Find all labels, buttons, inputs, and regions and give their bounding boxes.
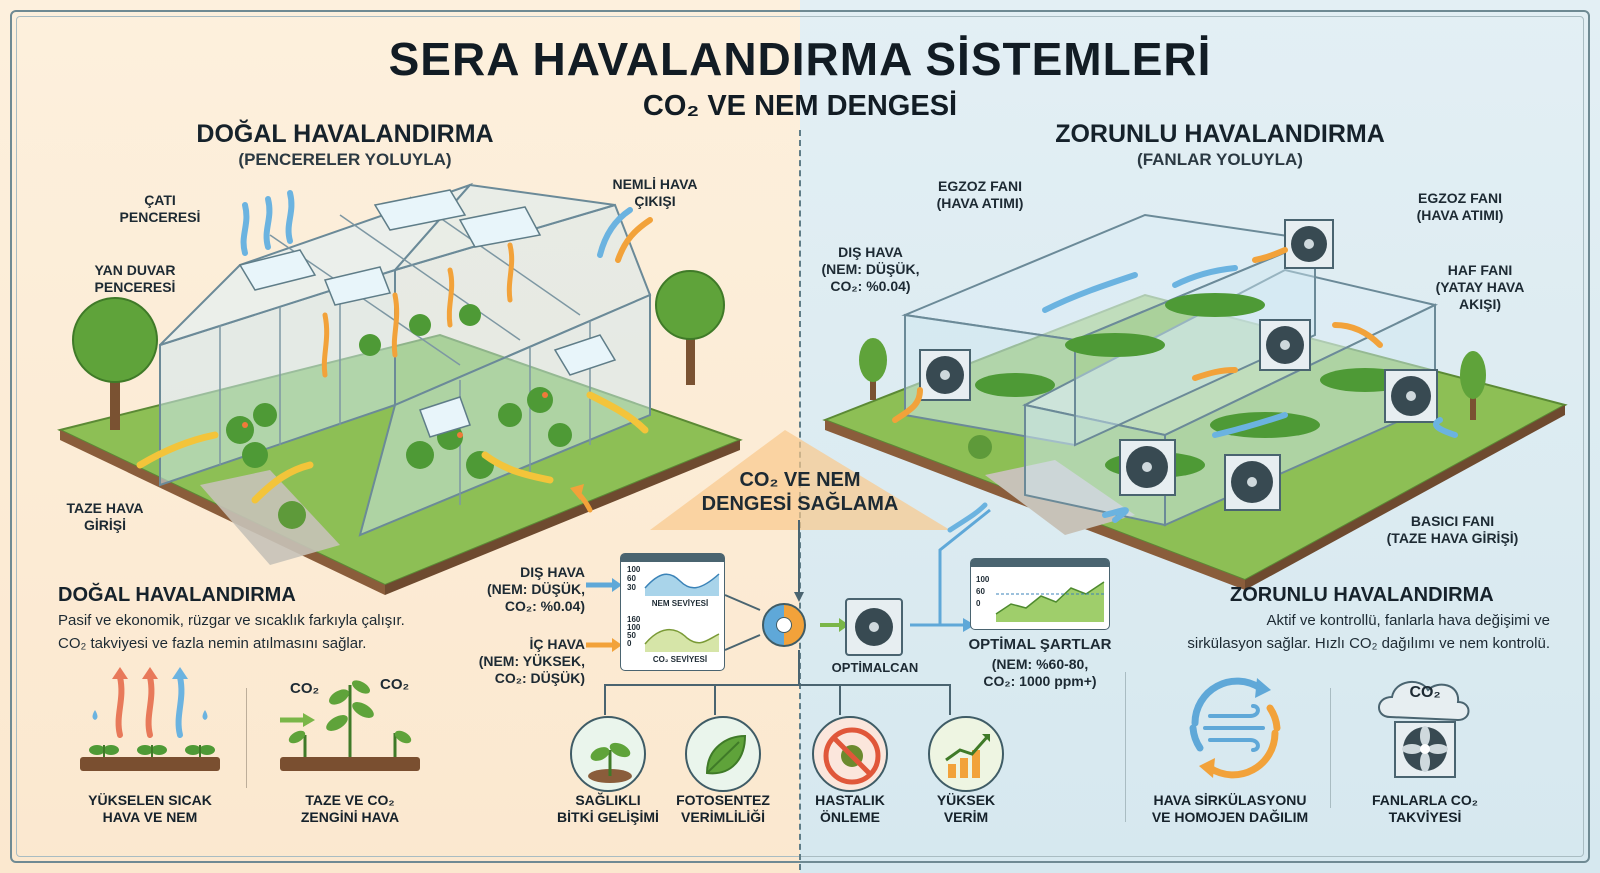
- forced-heading: ZORUNLU HAVALANDIRMA: [1055, 120, 1385, 148]
- optimal-values: (NEM: %60-80, CO₂: 1000 ppm+): [983, 656, 1097, 689]
- outcome-no-disease-icon: [812, 716, 888, 792]
- forced-outside-air-label: DIŞ HAVA (NEM: DÜŞÜK, CO₂: %0.04): [821, 244, 920, 294]
- natural-icon2-caption: TAZE VE CO₂ ZENGİNİ HAVA: [300, 792, 400, 825]
- balance-heading: CO₂ VE NEM DENGESİ SAĞLAMA: [701, 469, 899, 515]
- co2-label-a: CO₂: [290, 680, 320, 697]
- air-circulation-icon: [1189, 677, 1281, 779]
- natural-heading: DOĞAL HAVALANDIRMA: [196, 120, 494, 148]
- tree-right-icon: [655, 270, 725, 385]
- natural-subheading: (PENCERELER YOLUYLA): [238, 150, 452, 169]
- forced-icon-divider: [1330, 688, 1331, 808]
- exhaust-fan-left-label: EGZOZ FANI (HAVA ATIMI): [936, 178, 1024, 211]
- forced-desc-line1: Aktif ve kontrollü, fanlarla hava değişi…: [1266, 612, 1550, 629]
- flow-connectors: [604, 508, 991, 715]
- humidity-chart: [644, 573, 720, 596]
- natural-desc-heading: DOĞAL HAVALANDIRMA: [58, 584, 296, 606]
- page-subtitle: CO₂ VE NEM DENGESİ: [642, 90, 958, 122]
- humidity-chart-label: NEM SEVİYESİ: [651, 599, 709, 608]
- optimal-chart: [995, 581, 1105, 622]
- chart2-ticks: 160 100 50 0: [627, 616, 651, 648]
- forced-icon2-caption: FANLARLA CO₂ TAKVİYESİ: [1371, 792, 1479, 825]
- input-arrows: [586, 578, 622, 652]
- chart1-tick: 100: [627, 565, 641, 574]
- outcome-leaf-icon: [685, 716, 761, 792]
- fresh-air-in-label: TAZE HAVA GİRİŞİ: [66, 500, 144, 533]
- chart1-tick: 60: [627, 573, 636, 583]
- chart2-tick: 160: [627, 615, 641, 624]
- humid-air-out-label: NEMLİ HAVA ÇIKIŞI: [612, 176, 698, 209]
- forced-icon1-caption: HAVA SİRKÜLASYONU VE HOMOJEN DAĞILIM: [1151, 792, 1309, 825]
- supply-fan-label: BASICI FANI (TAZE HAVA GİRİŞİ): [1386, 513, 1519, 546]
- forced-desc-line2: sirkülasyon sağlar. Hızlı CO₂ dağılımı v…: [1187, 635, 1550, 652]
- fan-co2-supply-icon: [1378, 681, 1470, 778]
- outcome-label: FOTOSENTEZ VERİMLİLİĞİ: [676, 792, 770, 825]
- controller-hub-icon: [762, 603, 806, 647]
- optimal-ticks: 100 60 0: [976, 574, 996, 610]
- co2-chart-label: CO₂ SEVİYESİ: [652, 655, 708, 664]
- chart2-tick: 100: [627, 623, 641, 632]
- optimal-tick: 60: [976, 587, 985, 596]
- fresh-co2-air-icon: [280, 680, 420, 771]
- natural-desc-line2: CO₂ takviyesi ve fazla nemin atılmasını …: [58, 635, 367, 652]
- natural-greenhouse-illustration: [57, 182, 743, 595]
- side-window-label: YAN DUVAR PENCERESİ: [94, 262, 176, 295]
- optimal-tick: 100: [976, 575, 990, 584]
- balance-outside-air-label: DIŞ HAVA (NEM: DÜŞÜK, CO₂: %0.04): [487, 564, 585, 614]
- haf-fan-label: HAF FANI (YATAY HAVA AKIŞI): [1435, 262, 1525, 312]
- roof-window-label: ÇATI PENCERESİ: [119, 192, 201, 225]
- natural-icon-divider: [246, 688, 247, 788]
- natural-desc-line1: Pasif ve ekonomik, rüzgar ve sıcaklık fa…: [58, 612, 405, 629]
- balance-funnel-shape: [570, 430, 988, 533]
- outcome-label: YÜKSEK VERİM: [936, 792, 996, 825]
- chart2-tick: 0: [627, 639, 632, 648]
- outcome-seedling-icon: [570, 716, 646, 792]
- optimal-heading: OPTİMAL ŞARTLAR: [968, 636, 1112, 653]
- co2-label-b: CO₂: [380, 676, 410, 693]
- exhaust-fan-right-label: EGZOZ FANI (HAVA ATIMI): [1416, 190, 1504, 223]
- forced-subheading: (FANLAR YOLUYLA): [1137, 150, 1303, 169]
- natural-icon1-caption: YÜKSELEN SICAK HAVA VE NEM: [88, 792, 212, 825]
- tree-left-icon: [72, 297, 158, 430]
- fan-unit-icon: [919, 349, 971, 401]
- rising-warm-air-icon: [80, 667, 220, 771]
- optimal-tick: 0: [976, 599, 981, 608]
- chart1-tick: 30: [627, 582, 636, 592]
- outcome-label: SAĞLIKLI BİTKİ GELİŞİMİ: [557, 792, 659, 825]
- shrub-right-icon: [1460, 351, 1486, 420]
- chart2-tick: 50: [627, 631, 636, 640]
- optimizer-fan-icon: [845, 598, 903, 656]
- chart1-ticks: 100 60 30: [627, 565, 651, 592]
- forced-desc-heading: ZORUNLU HAVALANDIRMA: [1230, 584, 1494, 606]
- forced-left-divider: [1125, 672, 1126, 822]
- shrub-left-icon: [859, 338, 887, 400]
- optimizer-label: OPTİMALCAN: [831, 660, 919, 675]
- balance-inside-air-label: İÇ HAVA (NEM: YÜKSEK, CO₂: DÜŞÜK): [478, 636, 585, 686]
- page-title: SERA HAVALANDIRMA SİSTEMLERİ: [388, 33, 1212, 85]
- co2-chart: [644, 629, 720, 652]
- forced-greenhouse-illustration: [822, 213, 1568, 590]
- outcome-label: HASTALIK ÖNLEME: [815, 792, 885, 825]
- forced-co2-label: CO₂: [1409, 684, 1441, 701]
- outcome-growth-chart-icon: [928, 716, 1004, 792]
